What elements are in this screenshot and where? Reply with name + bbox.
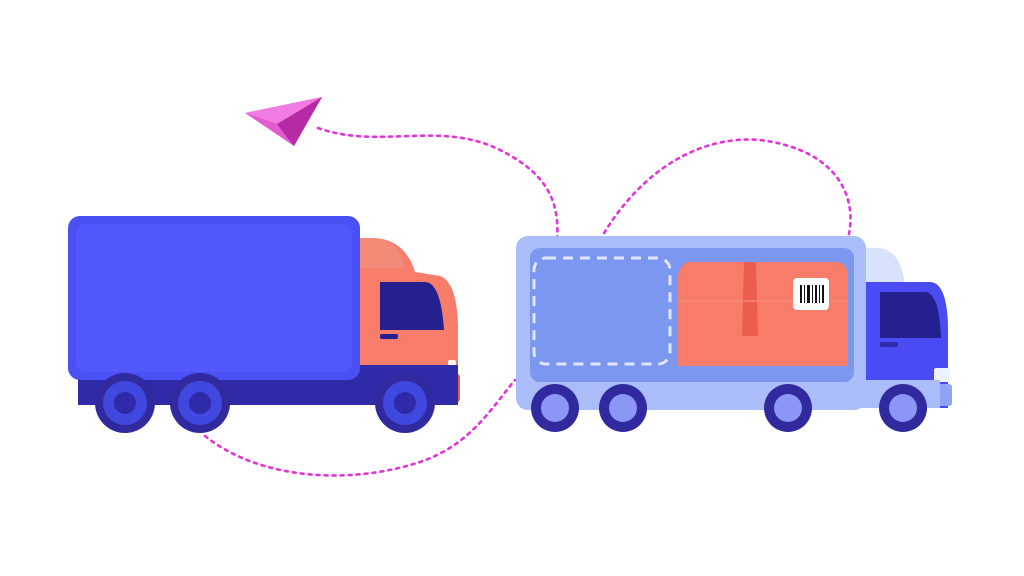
truck-window bbox=[880, 292, 941, 338]
truck-wheel bbox=[879, 384, 927, 432]
truck-window bbox=[380, 282, 444, 330]
dotted-route-path bbox=[203, 126, 852, 477]
truck-wheel bbox=[375, 373, 435, 433]
paper-plane-icon bbox=[245, 97, 322, 146]
truck-wheel bbox=[170, 373, 230, 433]
truck-wheel bbox=[764, 384, 812, 432]
delivery-truck-light-icon bbox=[516, 236, 952, 432]
empty-cargo-slot bbox=[532, 256, 672, 366]
delivery-truck-blue-icon bbox=[68, 216, 460, 433]
truck-wheel bbox=[531, 384, 579, 432]
truck-wheel bbox=[95, 373, 155, 433]
barcode-label-icon bbox=[793, 278, 829, 310]
truck-wheel bbox=[599, 384, 647, 432]
package-box-icon bbox=[678, 262, 848, 366]
